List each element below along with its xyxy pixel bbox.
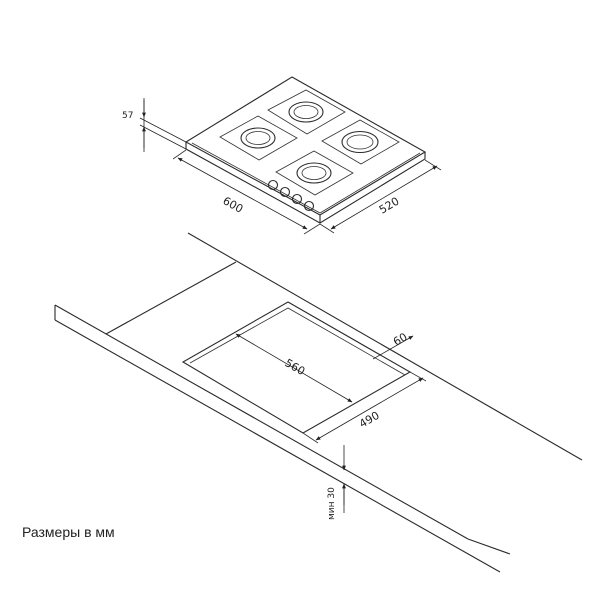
burner-right: [321, 119, 400, 165]
cutout-depth-label: 490: [357, 409, 382, 431]
hob-height-dimension: 57: [122, 98, 187, 152]
cutout-back-offset-dimension: 60: [372, 330, 414, 360]
cutout-width-label: 560: [283, 356, 308, 378]
cutout-back-offset-label: 60: [391, 330, 410, 348]
cutout-depth-dimension: 490: [302, 371, 427, 444]
hob-height-label: 57: [122, 111, 133, 121]
countertop-drawing: 560 490 60 мин 30: [54, 232, 583, 573]
hob-drawing: 57 600 520: [122, 76, 442, 235]
hob-depth-label: 520: [377, 195, 402, 217]
cutout-width-dimension: 560: [235, 333, 353, 403]
countertop-thickness-label: мин 30: [327, 487, 337, 520]
hob-width-dimension: 600: [172, 149, 321, 235]
countertop-back-edge: [187, 232, 583, 461]
countertop-front-edge: [54, 304, 469, 540]
countertop-thickness-dimension: мин 30: [327, 445, 346, 520]
units-caption: Размеры в мм: [22, 524, 115, 540]
hob-depth-dimension: 520: [319, 159, 442, 234]
burner-left: [219, 115, 298, 161]
hob-width-label: 600: [221, 194, 246, 216]
burner-back: [267, 89, 346, 135]
